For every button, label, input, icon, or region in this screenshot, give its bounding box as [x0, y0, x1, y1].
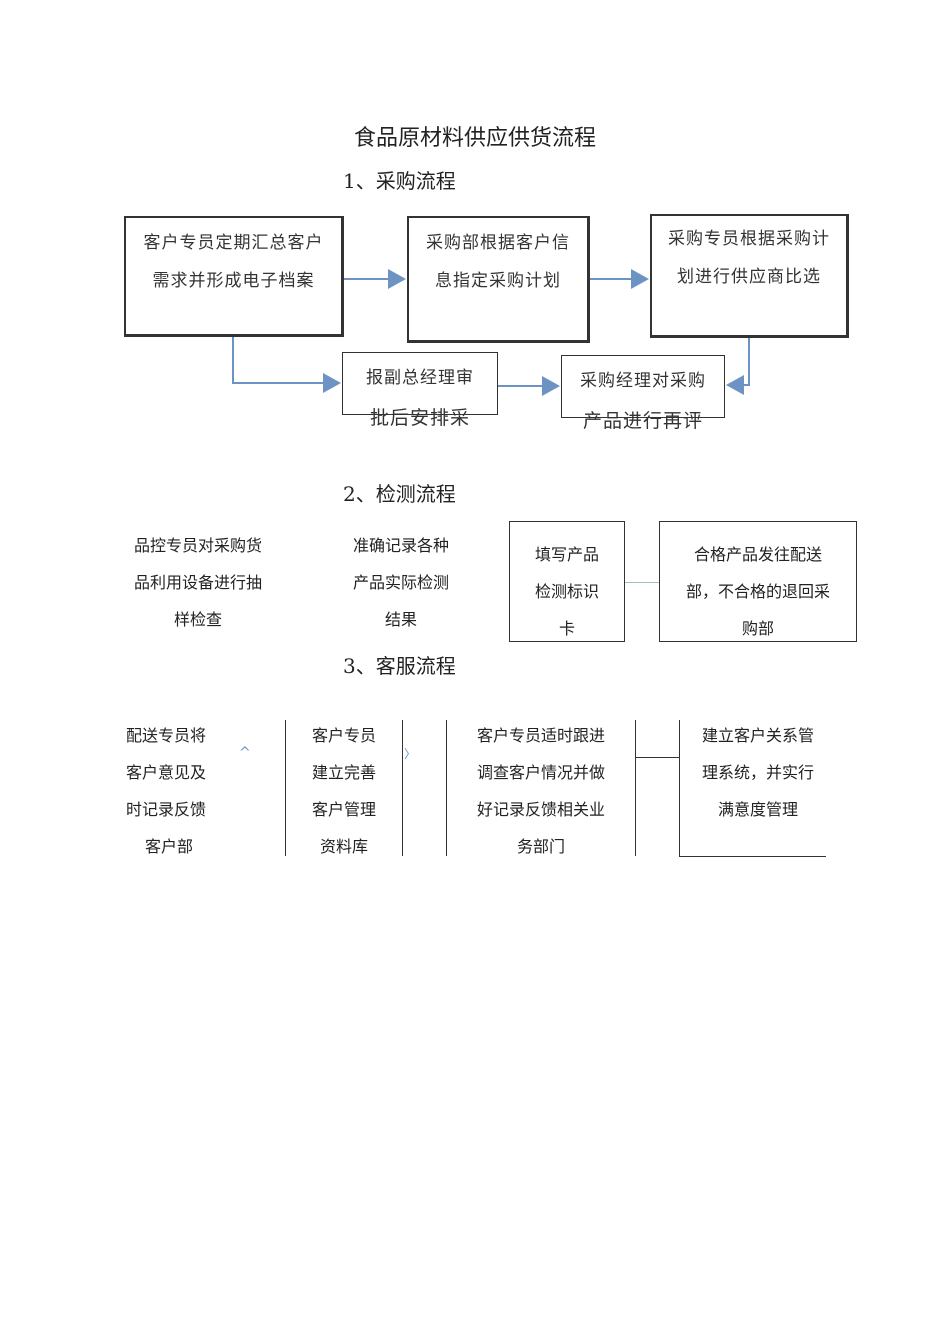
inspection-heading: 2、检测流程 [343, 482, 456, 506]
purchase-box-supplier: 采购专员根据采购计 划进行供应商比选 [650, 214, 849, 338]
purchase-box-summarize-line1: 客户专员定期汇总客户 [143, 233, 324, 253]
inspection-connector [625, 582, 659, 583]
service-step-database-line1: 客户专员 [311, 726, 376, 745]
service-step-feedback-line1: 配送专员将 [126, 726, 207, 745]
inspection-step-dispatch-line3: 购部 [741, 619, 774, 638]
service-step-database-line2: 建立完善 [311, 763, 376, 782]
inspection-step-record-line1: 准确记录各种 [352, 536, 449, 555]
inspection-step-sample-line3: 样检查 [173, 610, 222, 629]
inspection-step-dispatch-line1: 合格产品发往配送 [693, 545, 822, 564]
service-box-left-edge [679, 720, 680, 857]
purchase-box-approve-line2: 批后安排采 [369, 407, 470, 429]
service-step-followup-line3: 好记录反馈相关业 [476, 800, 605, 819]
service-angle-mark: 〉 [404, 747, 417, 761]
service-heading: 3、客服流程 [343, 654, 456, 678]
inspection-step-label-card-line3: 卡 [558, 619, 575, 638]
service-step-crm-line3: 满意度管理 [717, 800, 798, 819]
service-step-followup-line4: 务部门 [516, 837, 565, 856]
purchase-box-review-line1: 采购经理对采购 [580, 371, 706, 391]
service-step-feedback-line4: 客户部 [145, 837, 194, 856]
service-caret-mark: ^ [239, 745, 251, 761]
service-step-feedback-line2: 客户意见及 [126, 763, 207, 782]
purchase-box-supplier-line2: 划进行供应商比选 [677, 267, 821, 287]
purchase-box-supplier-line1: 采购专员根据采购计 [668, 229, 830, 249]
inspection-step-sample-line2: 品利用设备进行抽 [133, 573, 262, 592]
service-step-database-line3: 客户管理 [311, 800, 376, 819]
inspection-step-dispatch-line2: 部，不合格的退回采 [685, 582, 830, 601]
purchase-box-plan: 采购部根据客户信 息指定采购计划 [407, 216, 590, 343]
service-divider-2 [402, 720, 403, 856]
service-step-followup: 客户专员适时跟进 调查客户情况并做 好记录反馈相关业 务部门 [448, 717, 634, 865]
service-step-database-line4: 资料库 [319, 837, 368, 856]
purchase-box-review [561, 355, 725, 418]
purchase-box-approve-line1: 报副总经理审 [366, 368, 474, 388]
page-title: 食品原材料供应供货流程 [353, 126, 596, 151]
inspection-step-sample: 品控专员对采购货 品利用设备进行抽 样检查 [120, 527, 276, 638]
inspection-step-record-line2: 产品实际检测 [352, 573, 449, 592]
purchase-box-summarize-line2: 需求并形成电子档案 [152, 271, 315, 291]
purchase-heading: 1、采购流程 [343, 169, 456, 193]
inspection-step-dispatch: 合格产品发往配送 部，不合格的退回采 购部 [659, 521, 857, 642]
service-divider-1 [285, 720, 286, 856]
service-box-bottom-edge [679, 856, 826, 857]
inspection-step-record-line3: 结果 [384, 610, 417, 629]
purchase-box-plan-line2: 息指定采购计划 [435, 271, 561, 291]
inspection-step-label-card: 填写产品 检测标识 卡 [509, 521, 625, 642]
purchase-box-review-line2: 产品进行再评 [582, 410, 703, 432]
purchase-box-approve [342, 352, 498, 415]
service-step-crm-line1: 建立客户关系管 [701, 726, 814, 745]
service-step-database: 客户专员 建立完善 客户管理 资料库 [288, 717, 400, 865]
service-step-followup-line1: 客户专员适时跟进 [476, 726, 605, 745]
service-divider-3 [446, 720, 447, 856]
service-connector [636, 757, 680, 758]
service-step-feedback: 配送专员将 客户意见及 时记录反馈 客户部 [126, 717, 236, 865]
arrow-box1-to-box4 [232, 337, 341, 393]
inspection-step-sample-line1: 品控专员对采购货 [133, 536, 262, 555]
service-step-crm-line2: 理系统，并实行 [701, 763, 814, 782]
arrow-box3-to-box5 [726, 338, 750, 395]
inspection-step-record: 准确记录各种 产品实际检测 结果 [336, 527, 466, 638]
purchase-box-approve-text: 报副总经理审 批后安排采 [342, 358, 498, 438]
service-step-followup-line2: 调查客户情况并做 [476, 763, 605, 782]
inspection-step-label-card-line1: 填写产品 [534, 545, 599, 564]
purchase-box-review-text: 采购经理对采购 产品进行再评 [561, 361, 725, 441]
purchase-box-summarize: 客户专员定期汇总客户 需求并形成电子档案 [124, 216, 344, 337]
purchase-box-plan-line1: 采购部根据客户信 [426, 233, 570, 253]
service-divider-4 [635, 720, 636, 856]
inspection-step-label-card-line2: 检测标识 [534, 582, 599, 601]
service-step-feedback-line3: 时记录反馈 [126, 800, 207, 819]
service-step-crm: 建立客户关系管 理系统，并实行 满意度管理 [682, 717, 834, 828]
